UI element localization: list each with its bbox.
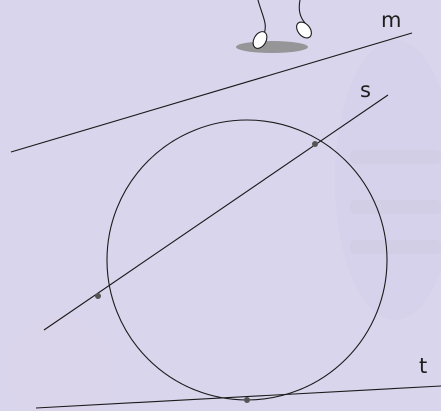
label-line-t: t — [419, 354, 428, 378]
cartoon-feet-icon — [236, 0, 312, 53]
line-m — [10, 32, 413, 153]
line-s — [43, 94, 389, 331]
line-t — [35, 385, 441, 409]
background-texture — [5, 40, 441, 411]
tangent-point — [244, 397, 250, 403]
label-line-m: m — [381, 8, 402, 32]
secant-point-upper — [312, 141, 318, 147]
secant-point-lower — [95, 293, 101, 299]
label-line-s: s — [360, 78, 371, 102]
